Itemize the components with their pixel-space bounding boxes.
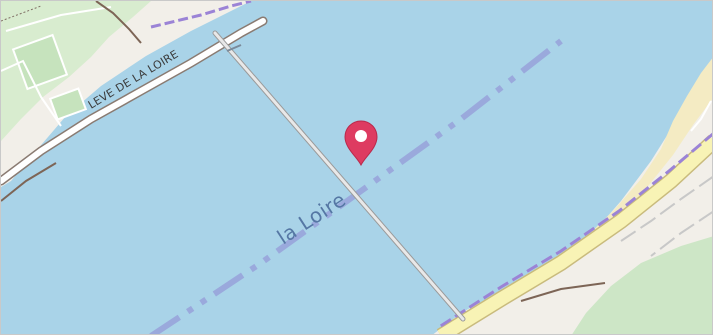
south-track xyxy=(690,100,712,132)
river-thalweg-line xyxy=(149,38,563,334)
commune-boundary xyxy=(150,1,252,29)
bridge-mark xyxy=(226,44,242,52)
railway-line xyxy=(620,176,712,242)
north-track xyxy=(1,162,57,202)
north-track xyxy=(95,1,142,44)
north-bank-park xyxy=(1,1,151,141)
park-block xyxy=(11,33,69,91)
sand-bank xyxy=(586,58,712,241)
park-block xyxy=(48,87,88,121)
bridge xyxy=(213,31,465,321)
south-major-road xyxy=(437,136,712,334)
south-bank-park xyxy=(572,236,712,334)
railway-line xyxy=(650,211,712,257)
park-path xyxy=(5,6,112,32)
park-path xyxy=(1,59,62,127)
map-pin-icon[interactable] xyxy=(344,120,378,167)
commune-boundary xyxy=(438,132,712,329)
south-track xyxy=(520,282,606,302)
park-path xyxy=(1,5,42,22)
levee-road xyxy=(1,18,266,184)
